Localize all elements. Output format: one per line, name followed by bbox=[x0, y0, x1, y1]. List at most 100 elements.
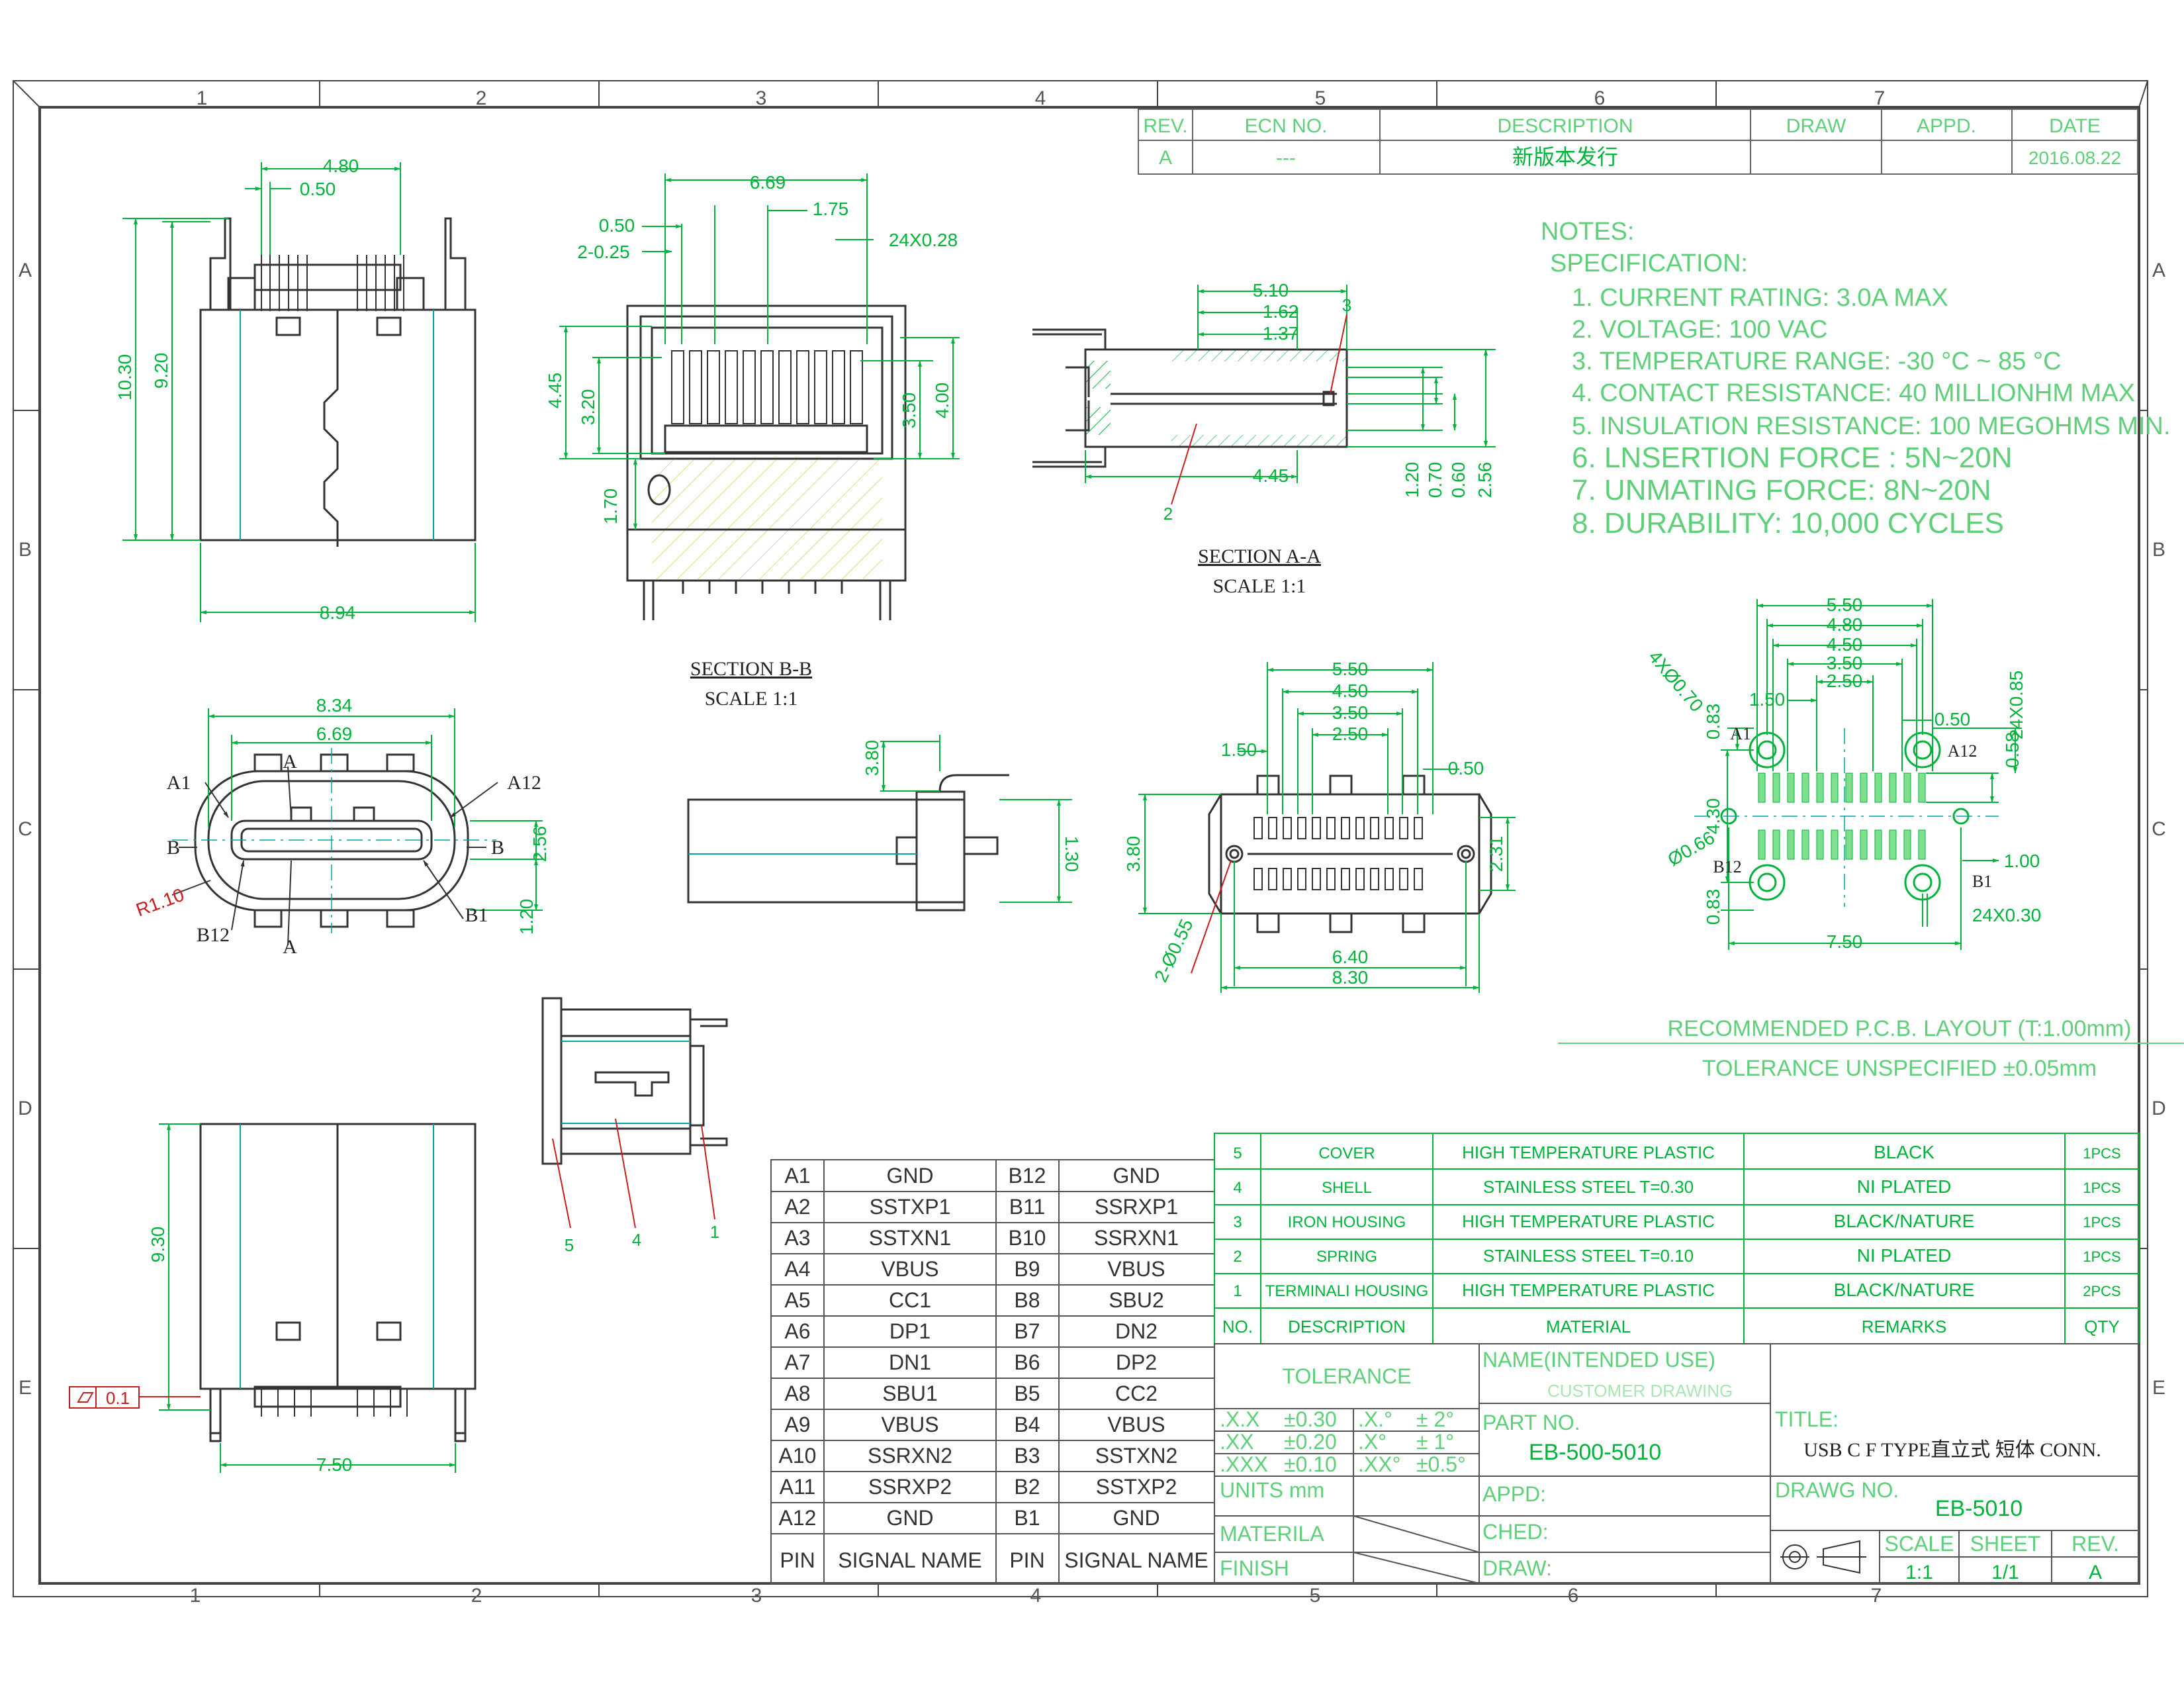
bom-cell-material: HIGH TEMPERATURE PLASTIC bbox=[1462, 1211, 1715, 1231]
note-item-6: 6. LNSERTION FORCE : 5N~20N bbox=[1572, 442, 2013, 474]
pcb-dim-d0-66: Ø0.66 bbox=[1664, 827, 1718, 870]
end-dim-6-69: 6.69 bbox=[316, 724, 353, 744]
aa-dim-1-37: 1.37 bbox=[1263, 323, 1299, 344]
pcb-dim-24x0-30: 24X0.30 bbox=[1972, 905, 2041, 925]
aa-dim-5-10: 5.10 bbox=[1253, 280, 1289, 301]
end-label-b-right: B bbox=[491, 837, 504, 859]
bom-cell-description: IRON HOUSING bbox=[1288, 1213, 1406, 1231]
section-bb-view: 6.69 1.75 0.50 2-0.25 24X0.28 4.45 3.20 … bbox=[545, 172, 960, 710]
rev-header-description: DESCRIPTION bbox=[1497, 115, 1633, 137]
aa-callout-3: 3 bbox=[1342, 295, 1351, 315]
bb-dim-2x0-25: 2-0.25 bbox=[577, 242, 629, 262]
pcb-dim-0-83-bottom: 0.83 bbox=[1703, 889, 1723, 925]
pin-cell-pin-a: A6 bbox=[784, 1319, 810, 1343]
pin-cell-pin-b: B10 bbox=[1009, 1226, 1046, 1250]
bom-cell-no: 1 bbox=[1233, 1282, 1242, 1300]
rev-value-description: 新版本发行 bbox=[1512, 145, 1618, 169]
pin-cell-signal-b: SSRXP1 bbox=[1095, 1195, 1178, 1219]
front-view: 4.80 0.50 10.30 9.20 8.94 bbox=[114, 156, 477, 623]
rev-header-draw: DRAW bbox=[1786, 115, 1846, 137]
zone-row-right-B: B bbox=[2152, 539, 2165, 561]
note-item-3: 3. TEMPERATURE RANGE: -30 °C ~ 85 °C bbox=[1572, 348, 2062, 375]
zone-col-top-3: 3 bbox=[756, 87, 767, 109]
tb-partno-label: PART NO. bbox=[1482, 1411, 1580, 1434]
bottom-dim-4-50: 4.50 bbox=[1332, 680, 1369, 701]
end-label-a-top: A bbox=[283, 751, 297, 773]
bb-dim-1-75: 1.75 bbox=[813, 199, 849, 219]
bom-cell-qty: 1PCS bbox=[2083, 1248, 2120, 1265]
zone-row-left-D: D bbox=[18, 1098, 32, 1119]
pcb-dim-4xd0-70: 4XØ0.70 bbox=[1645, 647, 1707, 716]
pin-cell-pin-b: B6 bbox=[1014, 1350, 1040, 1374]
bottom-dim-1-50: 1.50 bbox=[1221, 739, 1257, 760]
zone-col-bottom-2: 2 bbox=[471, 1585, 482, 1607]
pin-cell-pin-b: B2 bbox=[1014, 1475, 1040, 1499]
pcb-dim-7-50: 7.50 bbox=[1827, 931, 1863, 952]
bom-cell-material: STAINLESS STEEL T=0.10 bbox=[1483, 1246, 1694, 1266]
zone-col-top-5: 5 bbox=[1315, 87, 1326, 109]
front-dim-8-94: 8.94 bbox=[320, 602, 356, 623]
zone-row-right-D: D bbox=[2152, 1098, 2166, 1119]
tb-title-label: TITLE: bbox=[1775, 1407, 1839, 1431]
pcb-dim-1-00: 1.00 bbox=[2004, 851, 2040, 871]
bom-header-material: MATERIAL bbox=[1546, 1317, 1631, 1336]
tb-title-value: USB C F TYPE直立式 短体 CONN. bbox=[1803, 1439, 2101, 1461]
end-dim-2-56: 2.56 bbox=[529, 826, 550, 863]
pin-cell-pin-b: B7 bbox=[1014, 1319, 1040, 1343]
tb-drawg-value: EB-5010 bbox=[1935, 1496, 2023, 1521]
pin-cell-signal-a: CC1 bbox=[889, 1288, 931, 1312]
pcb-dim-2-50: 2.50 bbox=[1827, 671, 1863, 691]
section-aa-scale: SCALE 1:1 bbox=[1213, 575, 1306, 597]
pin-cell-pin-b: B11 bbox=[1009, 1195, 1046, 1219]
bom-cell-material: STAINLESS STEEL T=0.30 bbox=[1483, 1177, 1694, 1197]
bottom-dim-2-d0-55: 2-Ø0.55 bbox=[1150, 916, 1197, 986]
rev-value-ecn: --- bbox=[1276, 147, 1296, 169]
pin-cell-signal-a: VBUS bbox=[881, 1413, 938, 1436]
pin-cell-pin-a: A11 bbox=[780, 1475, 816, 1499]
tb-tol-xx-val: ±0.20 bbox=[1284, 1430, 1337, 1454]
pin-cell-pin-a: A3 bbox=[784, 1226, 810, 1250]
pin-cell-pin-b: B3 bbox=[1014, 1444, 1040, 1468]
pin-cell-pin-a: A12 bbox=[779, 1506, 817, 1530]
bom-cell-remarks: NI PLATED bbox=[1857, 1176, 1952, 1197]
pin-header-pin-b: PIN bbox=[1009, 1548, 1044, 1572]
pin-cell-pin-a: A8 bbox=[784, 1382, 810, 1405]
bb-dim-24x0-28: 24X0.28 bbox=[889, 230, 958, 250]
pin-cell-pin-a: A2 bbox=[784, 1195, 810, 1219]
zone-col-bottom-6: 6 bbox=[1568, 1585, 1579, 1607]
zone-row-right-C: C bbox=[2152, 818, 2166, 840]
bottom-dim-3-50: 3.50 bbox=[1332, 702, 1369, 723]
zone-col-bottom-4: 4 bbox=[1030, 1585, 1042, 1607]
note-item-1: 1. CURRENT RATING: 3.0A MAX bbox=[1572, 284, 1948, 312]
zone-row-right-E: E bbox=[2152, 1377, 2165, 1399]
bottom-dim-5-50: 5.50 bbox=[1332, 659, 1369, 679]
bottom-dim-2-50: 2.50 bbox=[1332, 724, 1369, 744]
end-label-a1: A1 bbox=[167, 772, 191, 794]
tb-tol-ang-1: .X.° bbox=[1358, 1407, 1392, 1431]
pin-cell-pin-a: A9 bbox=[784, 1413, 810, 1436]
tb-tol-ang-3: .XX° bbox=[1358, 1452, 1400, 1476]
pin-cell-signal-b: GND bbox=[1113, 1164, 1160, 1188]
aa-dim-0-70: 0.70 bbox=[1425, 462, 1445, 498]
pcb-layout: 5.50 4.80 4.50 3.50 2.50 1.50 4XØ0.70 0.… bbox=[1558, 594, 2184, 1081]
revision-table: REV. ECN NO. DESCRIPTION DRAW APPD. DATE… bbox=[1138, 109, 2138, 175]
section-bb-title: SECTION B-B bbox=[690, 658, 812, 680]
aa-dim-1-20: 1.20 bbox=[1402, 462, 1422, 498]
pin-cell-signal-a: SSRXN2 bbox=[868, 1444, 952, 1468]
tb-tol-xxx: .XXX bbox=[1220, 1452, 1268, 1476]
bb-dim-4-45: 4.45 bbox=[545, 373, 565, 409]
front-dim-4-80: 4.80 bbox=[323, 156, 359, 176]
pcb-dim-0-83-top: 0.83 bbox=[1703, 704, 1723, 740]
bb-dim-0-50: 0.50 bbox=[599, 215, 635, 236]
bottom-view: 5.50 4.50 3.50 2.50 1.50 0.50 3.80 2.31 … bbox=[1123, 659, 1516, 993]
section-aa-title: SECTION A-A bbox=[1198, 545, 1321, 567]
bom-cell-material: HIGH TEMPERATURE PLASTIC bbox=[1462, 1280, 1715, 1300]
tb-tol-ang-1-val: ± 2° bbox=[1416, 1407, 1454, 1431]
bom-cell-qty: 1PCS bbox=[2083, 1145, 2120, 1162]
section-aa-view: 5.10 1.62 1.37 4.45 1.20 0.70 0.60 2.56 … bbox=[1032, 280, 1496, 597]
pcb-layout-title: RECOMMENDED P.C.B. LAYOUT (T:1.00mm) bbox=[1668, 1016, 2132, 1041]
zone-row-left-B: B bbox=[19, 539, 32, 561]
pcb-label-b12: B12 bbox=[1713, 857, 1741, 876]
pin-cell-signal-a: SSTXN1 bbox=[869, 1226, 951, 1250]
